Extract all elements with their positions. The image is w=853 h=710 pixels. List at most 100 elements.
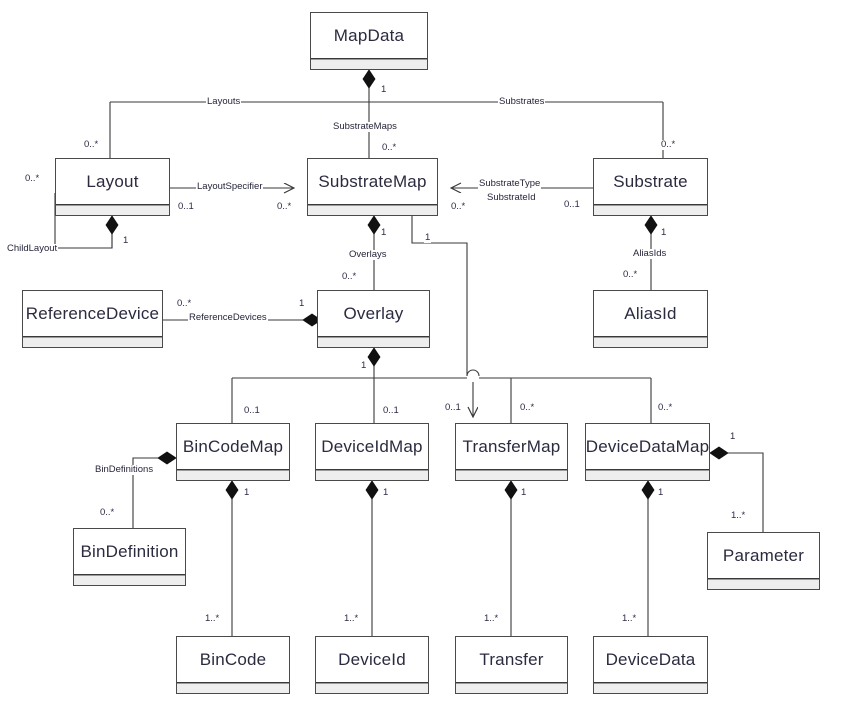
- class-box-transfer[interactable]: Transfer: [455, 636, 568, 694]
- class-box-aliasid[interactable]: AliasId: [593, 290, 708, 348]
- association-label-referencedevices: ReferenceDevices: [188, 312, 268, 323]
- class-name: DeviceId: [338, 650, 406, 669]
- class-box-transfermap[interactable]: TransferMap: [455, 423, 568, 481]
- multiplicity-label: 0..*: [24, 173, 41, 184]
- class-name: Transfer: [479, 650, 544, 669]
- class-name-compartment: Overlay: [318, 291, 429, 337]
- class-name-compartment: DeviceData: [594, 637, 707, 683]
- edge-line-jump: [466, 369, 480, 377]
- multiplicity-label: 1: [729, 431, 737, 442]
- multiplicity-label: 1: [382, 487, 390, 498]
- multiplicity-label: 0..*: [276, 201, 293, 212]
- class-attributes-compartment: [586, 470, 709, 480]
- multiplicity-label: 1: [380, 227, 388, 238]
- class-attributes-compartment: [594, 205, 707, 215]
- class-name-compartment: ReferenceDevice: [23, 291, 162, 337]
- class-box-deviceidmap[interactable]: DeviceIdMap: [315, 423, 429, 481]
- multiplicity-label: 1: [243, 487, 251, 498]
- class-box-overlay[interactable]: Overlay: [317, 290, 430, 348]
- class-name: SubstrateMap: [318, 172, 427, 191]
- class-name-compartment: MapData: [311, 13, 427, 59]
- diamond-overlay-bottom: [367, 347, 381, 367]
- multiplicity-label: 1: [660, 227, 668, 238]
- multiplicity-label: 0..*: [660, 139, 677, 150]
- multiplicity-label: 0..*: [381, 142, 398, 153]
- class-name-compartment: AliasId: [594, 291, 707, 337]
- class-box-devicedata[interactable]: DeviceData: [593, 636, 708, 694]
- multiplicity-label: 1: [520, 487, 528, 498]
- class-name-compartment: SubstrateMap: [308, 159, 437, 205]
- class-name: TransferMap: [462, 437, 561, 456]
- diamond-layout-childlayout: [105, 215, 119, 235]
- diamond-substratemap-overlays: [367, 215, 381, 235]
- class-name-compartment: Transfer: [456, 637, 567, 683]
- class-box-bincode[interactable]: BinCode: [176, 636, 290, 694]
- multiplicity-label: 0..*: [176, 298, 193, 309]
- class-attributes-compartment: [74, 575, 185, 585]
- multiplicity-label: 0..*: [657, 402, 674, 413]
- class-name-compartment: Parameter: [708, 533, 819, 579]
- class-attributes-compartment: [594, 683, 707, 693]
- class-box-bindefinition[interactable]: BinDefinition: [73, 528, 186, 586]
- diamond-bincodemap-bincode: [225, 480, 239, 500]
- multiplicity-label: 1..*: [730, 510, 747, 521]
- class-name: BinCodeMap: [182, 437, 284, 456]
- class-box-mapdata[interactable]: MapData: [310, 12, 428, 70]
- class-name-compartment: DeviceIdMap: [316, 424, 428, 470]
- class-name: DeviceData: [605, 650, 696, 669]
- class-attributes-compartment: [56, 205, 169, 215]
- class-name-compartment: BinCodeMap: [177, 424, 289, 470]
- class-name-compartment: BinCode: [177, 637, 289, 683]
- association-label-substrates: Substrates: [498, 96, 546, 107]
- class-box-parameter[interactable]: Parameter: [707, 532, 820, 590]
- class-name-compartment: Layout: [56, 159, 169, 205]
- edge-substratemap-transfermap-upper: [411, 216, 468, 376]
- class-attributes-compartment: [456, 683, 567, 693]
- multiplicity-label: 0..*: [83, 139, 100, 150]
- association-label-layouts: Layouts: [206, 96, 242, 107]
- multiplicity-label: 1..*: [621, 613, 638, 624]
- class-name-compartment: BinDefinition: [74, 529, 185, 575]
- class-box-substratemap[interactable]: SubstrateMap: [307, 158, 438, 216]
- class-attributes-compartment: [708, 579, 819, 589]
- class-attributes-compartment: [316, 683, 428, 693]
- multiplicity-label: 1..*: [483, 613, 500, 624]
- multiplicity-label: 0..*: [341, 271, 358, 282]
- class-attributes-compartment: [308, 205, 437, 215]
- class-box-substrate[interactable]: Substrate: [593, 158, 708, 216]
- class-name-compartment: Substrate: [594, 159, 707, 205]
- class-name: MapData: [333, 26, 405, 45]
- association-label-childlayout: ChildLayout: [6, 243, 59, 254]
- class-name: AliasId: [624, 304, 677, 323]
- multiplicity-label: 1..*: [343, 613, 360, 624]
- multiplicity-label: 1: [360, 360, 368, 371]
- class-name: ReferenceDevice: [25, 304, 160, 323]
- class-attributes-compartment: [456, 470, 567, 480]
- association-label-substratemaps: SubstrateMaps: [332, 121, 398, 132]
- class-name: DeviceDataMap: [585, 437, 710, 456]
- class-box-devicedatamap[interactable]: DeviceDataMap: [585, 423, 710, 481]
- class-attributes-compartment: [23, 337, 162, 347]
- class-name: Layout: [86, 172, 139, 191]
- association-label-layoutspecifier: LayoutSpecifier: [196, 181, 264, 192]
- class-attributes-compartment: [311, 59, 427, 69]
- class-box-deviceid[interactable]: DeviceId: [315, 636, 429, 694]
- class-name: Parameter: [722, 546, 805, 565]
- diamond-transfermap-transfer: [504, 480, 518, 500]
- class-box-bincodemap[interactable]: BinCodeMap: [176, 423, 290, 481]
- class-name: Substrate: [613, 172, 688, 191]
- multiplicity-label: 0..*: [450, 201, 467, 212]
- composition-diamonds: [105, 69, 729, 500]
- multiplicity-label: 0..*: [622, 269, 639, 280]
- multiplicity-label: 0..1: [243, 405, 261, 416]
- class-attributes-compartment: [318, 337, 429, 347]
- multiplicity-label: 0..*: [99, 507, 116, 518]
- class-box-referencedevice[interactable]: ReferenceDevice: [22, 290, 163, 348]
- class-box-layout[interactable]: Layout: [55, 158, 170, 216]
- multiplicity-label: 0..1: [382, 405, 400, 416]
- class-attributes-compartment: [177, 470, 289, 480]
- multiplicity-label: 1: [380, 84, 388, 95]
- class-name-compartment: DeviceId: [316, 637, 428, 683]
- class-name-compartment: DeviceDataMap: [586, 424, 709, 470]
